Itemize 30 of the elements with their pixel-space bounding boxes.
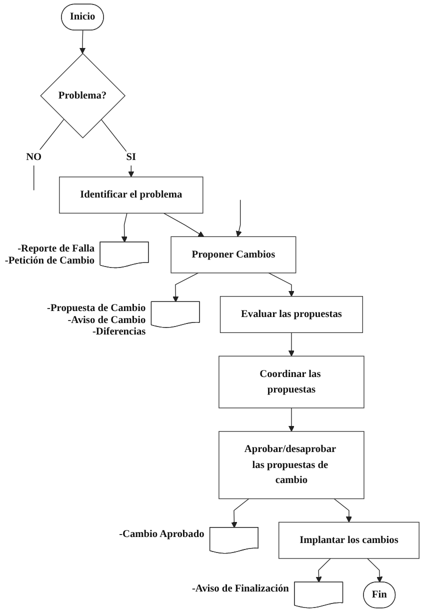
- node-box: Identificar el problema: [59, 176, 204, 214]
- node-diamond: Problema?: [40, 53, 126, 138]
- arrow: [334, 498, 352, 522]
- arrow: [100, 118, 134, 178]
- output-item: -Reporte de Falla: [18, 244, 95, 255]
- edge-label: SI: [126, 152, 136, 163]
- arrow: [172, 272, 199, 302]
- output-item: -Petición de Cambio: [4, 255, 95, 266]
- output-item: -Aviso de Cambio: [68, 315, 146, 326]
- connector: [34, 118, 64, 191]
- output-item: -Diferencias: [92, 326, 146, 338]
- arrow: [316, 558, 331, 583]
- node-box: Evaluar las propuestas: [220, 296, 363, 334]
- arrow: [79, 30, 86, 54]
- edge-label: NO: [26, 152, 42, 163]
- arrow: [236, 200, 242, 237]
- node-box: Aprobar/desaprobar las propuestas de cambio: [218, 431, 364, 500]
- node-box: Proponer Cambios: [170, 236, 296, 274]
- arrow: [367, 558, 383, 583]
- arrow: [163, 212, 204, 237]
- arrow: [121, 212, 128, 242]
- arrow: [288, 408, 294, 432]
- node-box: Coordinar las propuestas: [218, 356, 364, 408]
- arrow: [231, 498, 250, 528]
- arrow: [288, 332, 294, 356]
- output-item: -Propuesta de Cambio: [47, 303, 146, 314]
- node-box: Implantar los cambios: [278, 522, 420, 559]
- arrow: [268, 272, 294, 297]
- output-item: -Cambio Aprobado: [119, 529, 204, 540]
- output-item: -Aviso de Finalización: [192, 584, 289, 595]
